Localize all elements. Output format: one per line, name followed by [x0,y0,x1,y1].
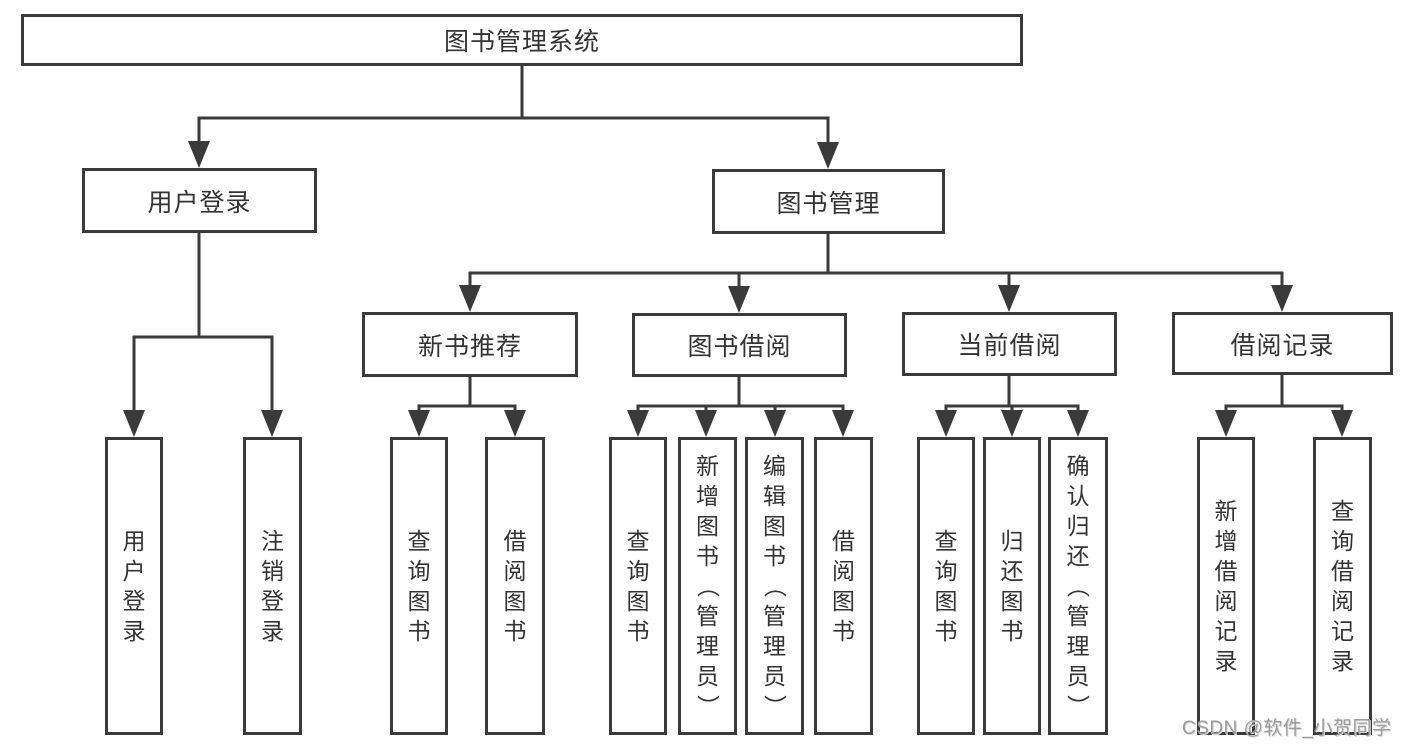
connector-newbooks-to-leaves [417,375,517,414]
arrowheads [123,141,1353,437]
connector-current-to-leaves [944,374,1080,414]
leaf-user-login: 用户登录 [105,437,163,735]
connector-userlogin-to-leaves [132,231,274,414]
connector-records-to-leaves [1224,373,1344,414]
node-root: 图书管理系统 [21,14,1023,66]
node-book-management: 图书管理 [712,169,945,234]
node-book-borrow: 图书借阅 [632,313,847,377]
leaf-current-query-book: 查询图书 [917,437,975,735]
node-current-borrow: 当前借阅 [902,312,1117,376]
connector-root-to-level2 [197,63,830,146]
connector-borrow-to-leaves [636,375,845,414]
leaf-logout: 注销登录 [243,437,302,735]
leaf-current-confirm-return-admin: 确认归还（管理员） [1048,437,1108,735]
leaf-current-return-book: 归还图书 [983,437,1041,735]
leaf-record-add-record: 新增借阅记录 [1197,437,1255,735]
leaf-newbooks-borrow-book: 借阅图书 [485,437,545,735]
leaf-newbooks-query-book: 查询图书 [390,437,448,735]
connector-bookmgmt-to-level3 [468,232,1284,290]
node-new-book-recommend: 新书推荐 [362,312,578,377]
node-user-login: 用户登录 [82,168,317,233]
node-borrow-record: 借阅记录 [1172,312,1393,375]
leaf-borrow-borrow-book: 借阅图书 [814,437,873,735]
leaf-record-query-record: 查询借阅记录 [1313,437,1372,735]
leaf-borrow-query-book: 查询图书 [609,437,667,735]
leaf-borrow-edit-book-admin: 编辑图书（管理员） [745,437,804,735]
csdn-watermark: CSDN @软件_小贺同学 [1182,718,1392,739]
leaf-borrow-add-book-admin: 新增图书（管理员） [678,437,737,735]
